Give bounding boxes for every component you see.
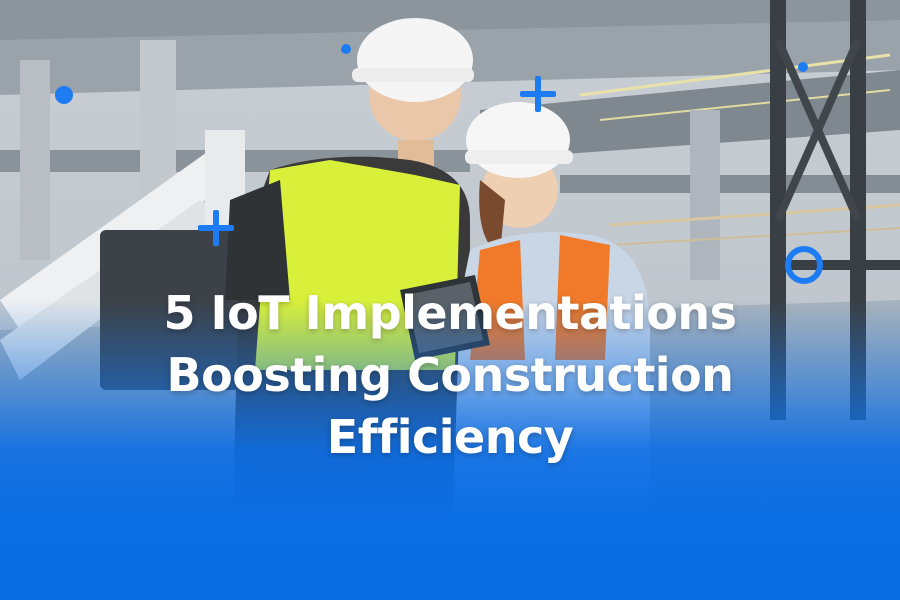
headline-line-3: Efficiency bbox=[326, 410, 574, 464]
headline-line-2: Boosting Construction bbox=[166, 348, 734, 402]
blue-dot-icon bbox=[341, 44, 351, 54]
headline-line-1: 5 IoT Implementations bbox=[163, 286, 737, 340]
blue-plus-icon bbox=[198, 210, 234, 246]
blue-ring-icon bbox=[785, 246, 823, 284]
blue-dot-icon bbox=[798, 62, 808, 72]
page-title: 5 IoT Implementations Boosting Construct… bbox=[0, 282, 900, 468]
blue-plus-icon bbox=[520, 76, 556, 112]
blue-dot-icon bbox=[55, 86, 73, 104]
